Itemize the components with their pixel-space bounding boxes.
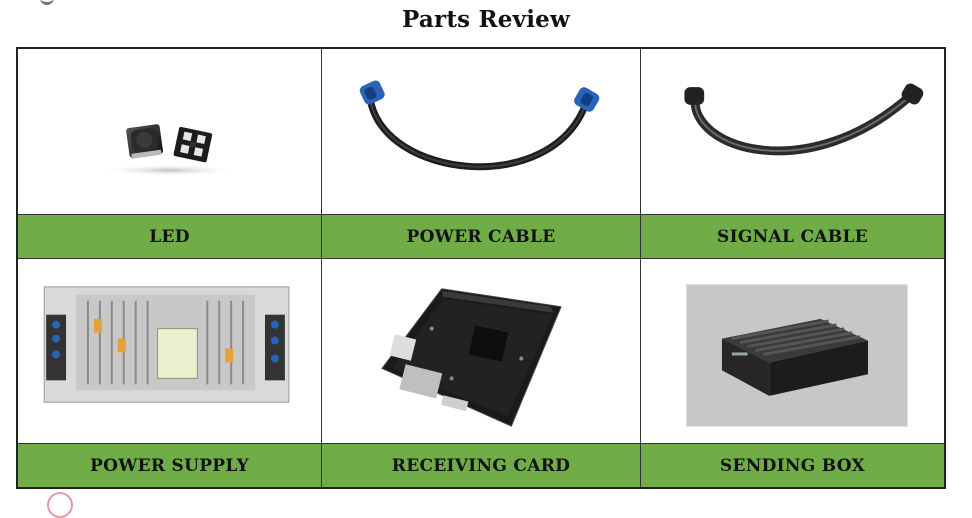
- power-cable-image: [322, 49, 640, 214]
- receiving-card-image: [322, 259, 640, 443]
- power-supply-image: [18, 259, 321, 443]
- sending-box-image: [641, 259, 944, 443]
- pink-circle-decoration: [47, 492, 73, 518]
- power-supply-image-cell: [18, 259, 322, 444]
- led-chip-image: [18, 49, 321, 214]
- corner-mark-decoration: [40, 0, 54, 5]
- power-cable-image-cell: [322, 49, 641, 215]
- label-led: LED: [18, 215, 322, 259]
- led-image-cell: [18, 49, 322, 215]
- sending-box-image-cell: [641, 259, 944, 444]
- label-receiving-card: RECEIVING CARD: [322, 444, 641, 487]
- label-sending-box: SENDING BOX: [641, 444, 944, 487]
- label-signal-cable: SIGNAL CABLE: [641, 215, 944, 259]
- label-power-supply: POWER SUPPLY: [18, 444, 322, 487]
- parts-table: LED POWER CABLE SIGNAL CABLE: [16, 47, 946, 489]
- page-title: Parts Review: [402, 6, 570, 33]
- receiving-card-image-cell: [322, 259, 641, 444]
- signal-cable-image: [641, 49, 944, 214]
- label-power-cable: POWER CABLE: [322, 215, 641, 259]
- signal-cable-image-cell: [641, 49, 944, 215]
